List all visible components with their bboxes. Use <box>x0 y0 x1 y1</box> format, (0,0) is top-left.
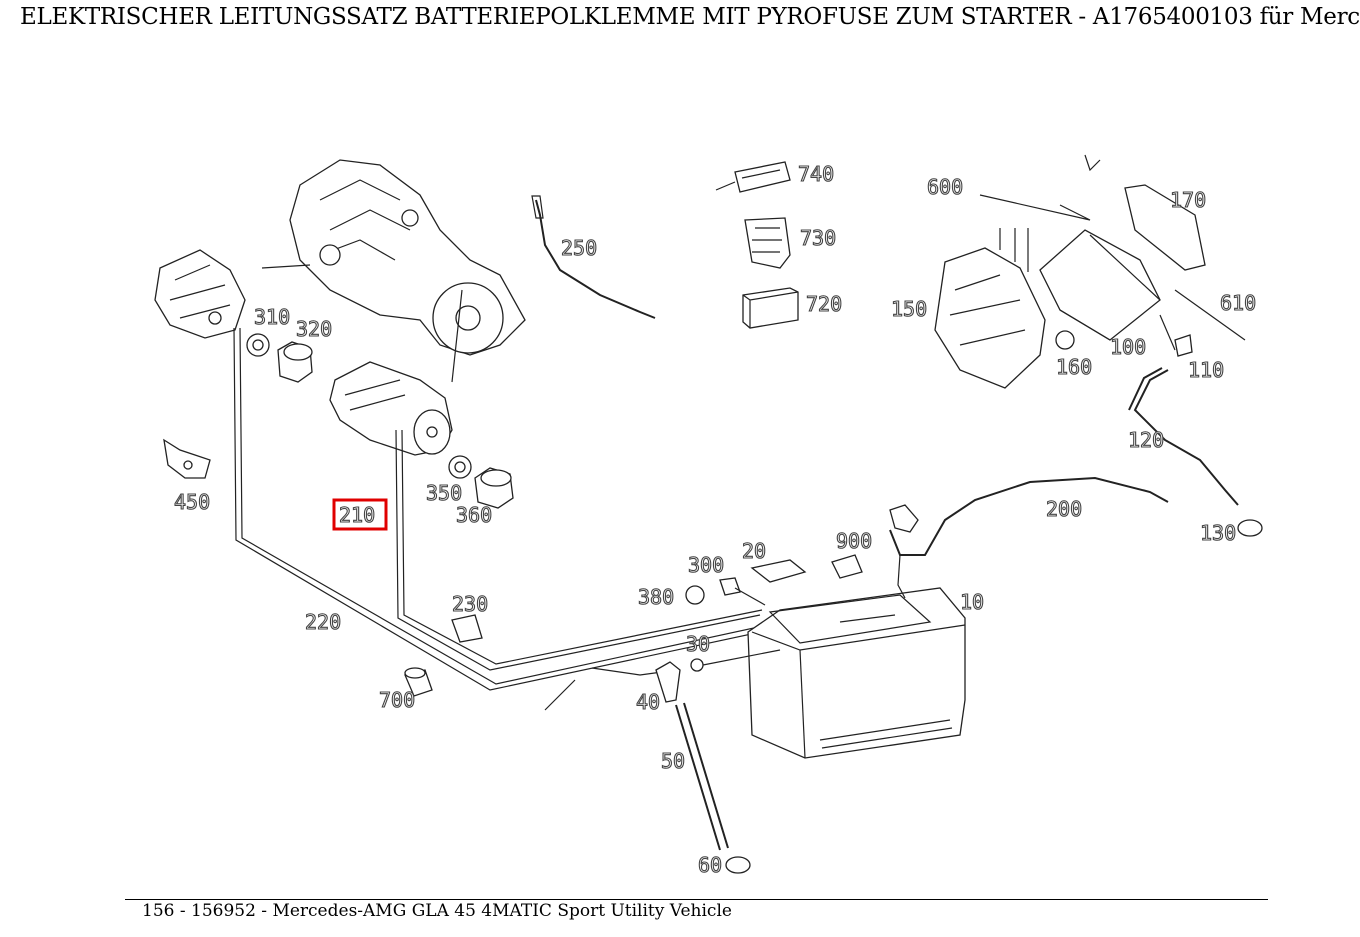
footer-caption: 156 - 156952 - Mercedes-AMG GLA 45 4MATI… <box>142 901 732 921</box>
part-label-380[interactable]: 380 <box>637 584 674 609</box>
part-label-50[interactable]: 50 <box>660 748 685 773</box>
part-label-730[interactable]: 730 <box>799 225 836 250</box>
part-label-150[interactable]: 150 <box>890 296 927 321</box>
part-label-210[interactable]: 210 <box>338 502 375 527</box>
part-label-610[interactable]: 610 <box>1219 290 1256 315</box>
highlight-box <box>332 498 388 531</box>
part-label-360[interactable]: 360 <box>455 502 492 527</box>
engine-illustration <box>261 159 526 383</box>
part-label-100[interactable]: 100 <box>1109 334 1146 359</box>
part-label-60[interactable]: 60 <box>697 852 722 877</box>
battery-small-parts <box>655 554 863 874</box>
cable-250 <box>535 199 656 319</box>
part-label-10[interactable]: 10 <box>959 589 984 614</box>
part-label-130[interactable]: 130 <box>1199 520 1236 545</box>
part-label-110[interactable]: 110 <box>1187 357 1224 382</box>
small-parts <box>163 333 514 697</box>
battery-tray-assembly <box>934 154 1263 537</box>
fuse-parts <box>715 161 799 329</box>
part-label-300[interactable]: 300 <box>687 552 724 577</box>
part-labels: 10 20 30 40 50 60 100 110 120 130 150 16… <box>173 161 1256 877</box>
part-label-230[interactable]: 230 <box>451 591 488 616</box>
part-label-700[interactable]: 700 <box>378 687 415 712</box>
part-label-220[interactable]: 220 <box>304 609 341 634</box>
part-label-250[interactable]: 250 <box>560 235 597 260</box>
part-label-900[interactable]: 900 <box>835 528 872 553</box>
part-label-40[interactable]: 40 <box>635 689 660 714</box>
battery-illustration <box>747 587 966 759</box>
part-label-350[interactable]: 350 <box>425 480 462 505</box>
part-label-320[interactable]: 320 <box>295 316 332 341</box>
cable-220 <box>233 327 771 691</box>
starter-illustration <box>329 361 453 456</box>
cable-200 <box>889 476 1169 556</box>
part-label-600[interactable]: 600 <box>926 174 963 199</box>
part-label-20[interactable]: 20 <box>741 538 766 563</box>
part-label-740[interactable]: 740 <box>797 161 834 186</box>
part-label-720[interactable]: 720 <box>805 291 842 316</box>
alternator-illustration <box>154 249 246 339</box>
part-label-160[interactable]: 160 <box>1055 354 1092 379</box>
parts-diagram: 10 20 30 40 50 60 100 110 120 130 150 16… <box>154 154 1263 878</box>
footer-divider <box>125 899 1268 900</box>
part-label-310[interactable]: 310 <box>253 304 290 329</box>
page-title: ELEKTRISCHER LEITUNGSSATZ BATTERIEPOLKLE… <box>20 4 1360 30</box>
part-label-450[interactable]: 450 <box>173 489 210 514</box>
cable-210 <box>395 429 761 671</box>
part-label-200[interactable]: 200 <box>1045 496 1082 521</box>
part-label-170[interactable]: 170 <box>1169 187 1206 212</box>
part-label-120[interactable]: 120 <box>1127 427 1164 452</box>
part-label-30[interactable]: 30 <box>685 631 710 656</box>
